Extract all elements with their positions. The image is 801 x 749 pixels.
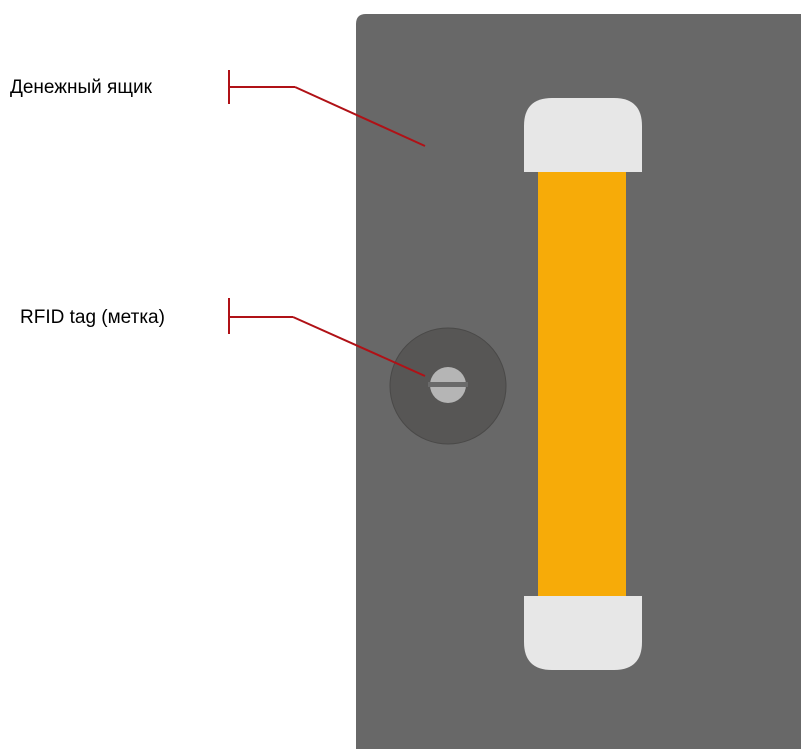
- cash-drawer-label: Денежный ящик: [10, 77, 152, 98]
- handle-top-cap: [524, 98, 642, 172]
- rfid-tag-label: RFID tag (метка): [20, 307, 165, 328]
- rfid-screw-slot: [428, 382, 468, 387]
- drawer-handle: [524, 98, 642, 670]
- leader-cash-drawer: [228, 70, 426, 147]
- rfid-tag: [389, 327, 507, 445]
- leader-rfid-tag: [228, 298, 426, 377]
- handle-bottom-cap: [524, 596, 642, 670]
- handle-bar: [538, 165, 626, 605]
